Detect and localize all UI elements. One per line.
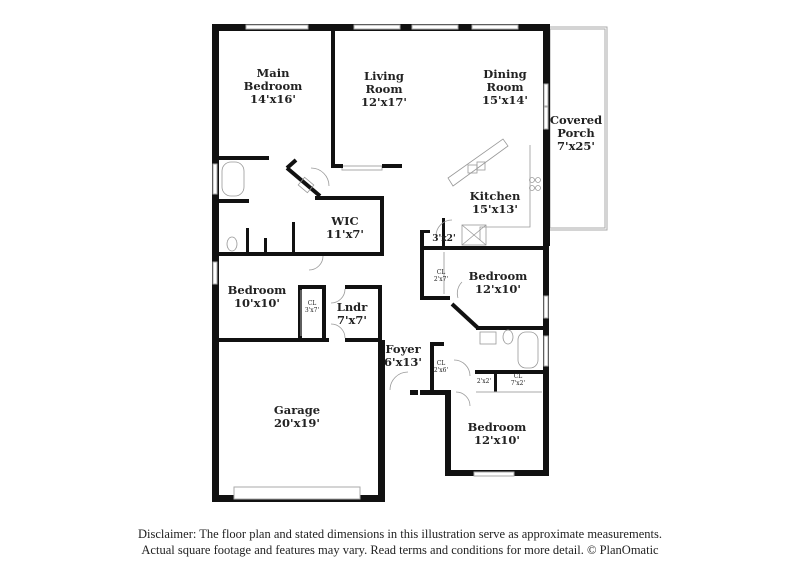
room-name-line2: Room [365, 82, 403, 96]
room-dimensions: 2'x7' [433, 276, 449, 283]
interior-walls [219, 24, 547, 398]
room-name: Bedroom [467, 420, 527, 434]
room-name: Kitchen [469, 189, 521, 203]
room-garage: Garage 20'x19' [274, 404, 320, 430]
room-dimensions: 12'x10' [475, 282, 521, 296]
room-main-bedroom: Main Bedroom 14'x16' [244, 67, 303, 106]
room-dining-room: Dining Room 15'x14' [482, 68, 528, 107]
room-name: Bedroom [468, 269, 528, 283]
room-foyer: Foyer 6'x13' [384, 343, 422, 369]
room-closet-bedroom-3: CL 3'x7' [305, 300, 319, 314]
room-closet-bedroom-2: CL 2'x7' [434, 269, 448, 283]
closet-door-lines [300, 252, 542, 393]
room-name: Covered [549, 113, 603, 127]
room-dimensions: 2'x6' [433, 367, 449, 374]
room-closet-foyer: CL 2'x6' [434, 360, 448, 374]
room-closet-bedroom-4: CL 7'x2' [511, 373, 525, 387]
room-dimensions: 3'x7' [304, 307, 320, 314]
disclaimer: Disclaimer: The floor plan and stated di… [0, 526, 800, 558]
room-dimensions: 6'x13' [384, 355, 422, 369]
room-covered-porch: Covered Porch 7'x25' [550, 114, 602, 153]
room-dimensions: 12'x17' [361, 95, 407, 109]
room-name: Main [256, 66, 290, 80]
room-name-line2: Room [486, 80, 524, 94]
room-laundry: Lndr 7'x7' [337, 301, 368, 327]
room-wic: WIC 11'x7' [326, 215, 364, 241]
room-bedroom-4: Bedroom 12'x10' [468, 421, 527, 447]
disclaimer-line-2: Actual square footage and features may v… [141, 543, 659, 557]
room-dimensions: 12'x10' [474, 433, 520, 447]
disclaimer-line-1: Disclaimer: The floor plan and stated di… [138, 527, 662, 541]
room-dimensions: 15'x14' [482, 93, 528, 107]
room-living-room: Living Room 12'x17' [361, 70, 407, 109]
room-dimensions: 7'x25' [557, 139, 595, 153]
room-name-line2: Bedroom [243, 79, 303, 93]
room-dimensions: 20'x19' [274, 416, 320, 430]
room-dimensions: 15'x13' [472, 202, 518, 216]
room-name-line2: Porch [557, 126, 595, 140]
room-bedroom-3: Bedroom 10'x10' [228, 284, 287, 310]
room-dimensions: 7'x7' [337, 313, 367, 327]
room-name: CL [436, 360, 446, 367]
room-name: Bedroom [227, 283, 287, 297]
angled-walls [285, 158, 480, 330]
room-dimensions: 14'x16' [250, 92, 296, 106]
room-name: Dining [483, 67, 527, 81]
room-dimensions: 2'x2' [476, 378, 492, 385]
room-name: Foyer [385, 342, 421, 356]
room-dimensions: 10'x10' [234, 296, 280, 310]
room-name: CL [513, 373, 523, 380]
room-name: Lndr [336, 300, 368, 314]
room-name: CL [307, 300, 317, 307]
windows [212, 24, 549, 500]
fixtures [221, 138, 541, 407]
room-bedroom-2: Bedroom 12'x10' [469, 270, 528, 296]
room-name: WIC [331, 214, 359, 228]
room-dimensions: 3'x2' [432, 234, 456, 244]
room-name: CL [436, 269, 446, 276]
room-pantry: 3'x2' [432, 234, 455, 244]
room-kitchen: Kitchen 15'x13' [470, 190, 521, 216]
room-dimensions: 7'x2' [510, 380, 526, 387]
room-name: Living [364, 69, 404, 83]
room-dimensions: 11'x7' [326, 227, 364, 241]
room-linen: 2'x2' [477, 378, 491, 385]
room-name: Garage [273, 403, 321, 417]
